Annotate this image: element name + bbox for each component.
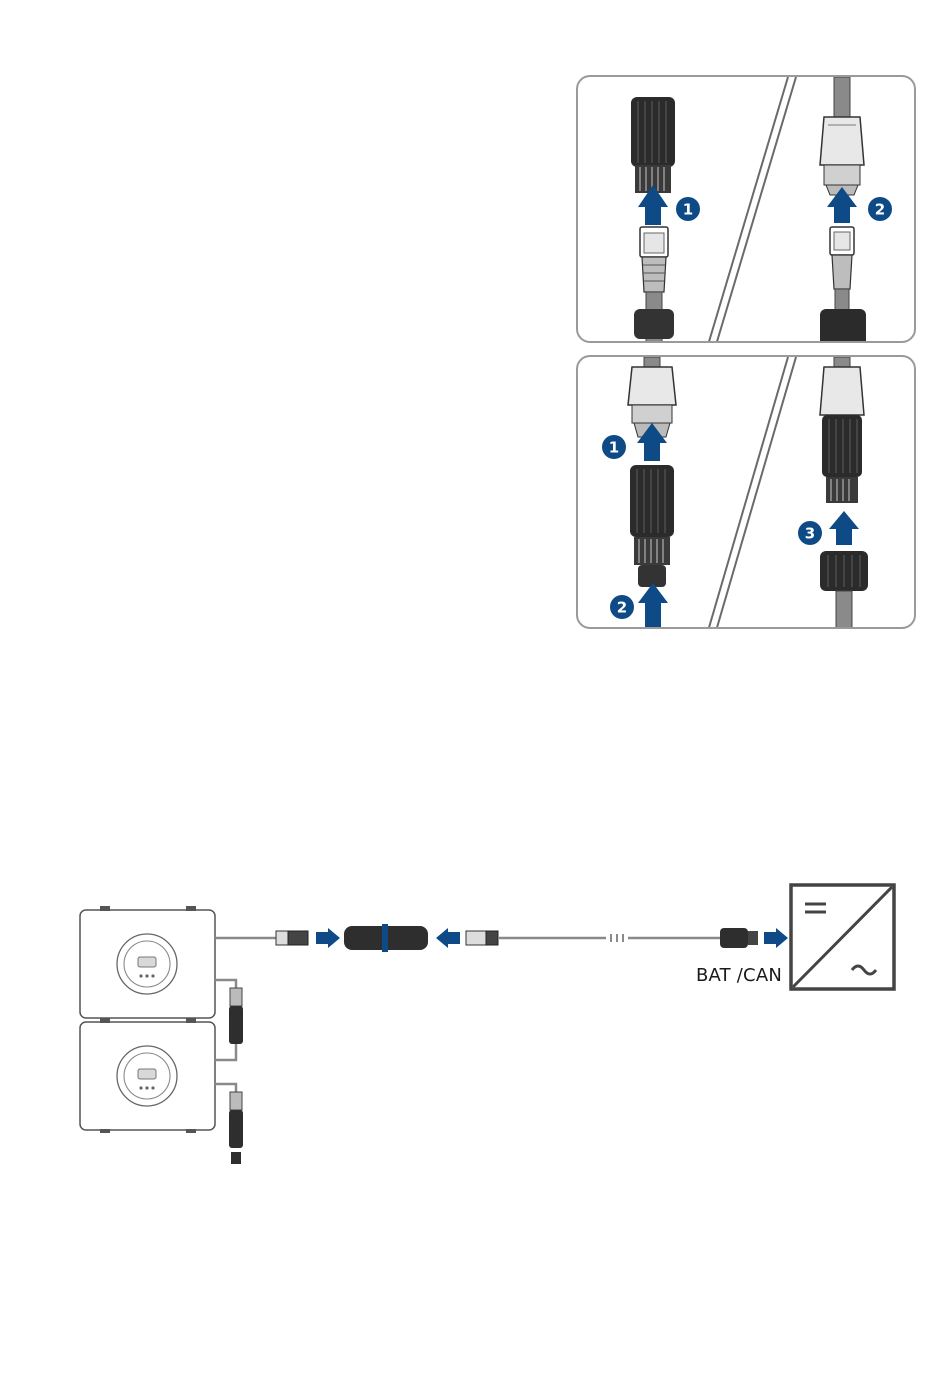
network-cable	[836, 591, 852, 629]
step-badge: 2	[610, 595, 634, 619]
svg-text:1: 1	[609, 439, 619, 457]
svg-text:2: 2	[617, 599, 627, 617]
step-badge: 1	[602, 435, 626, 459]
step-badge: 1	[676, 197, 700, 221]
coupling-connector	[344, 924, 428, 952]
battery-module	[80, 1018, 215, 1133]
assembly-step-panel-top: 1 2	[576, 75, 916, 343]
network-cable	[834, 357, 850, 367]
inverter-plug	[720, 928, 758, 948]
assembled-connector	[820, 367, 864, 503]
status-display-icon	[138, 957, 156, 967]
svg-text:2: 2	[875, 201, 885, 219]
status-display-icon	[138, 1069, 156, 1079]
sealing-nut-connector	[630, 465, 674, 587]
port-label: BAT /CAN	[696, 965, 782, 986]
assembly-illustration-bottom: 1 2	[578, 357, 916, 629]
sealing-nut	[820, 551, 868, 591]
terminator-plug	[229, 1092, 243, 1164]
sealing-nut	[820, 309, 866, 343]
seal-ring	[634, 309, 674, 339]
insert-arrow	[316, 928, 340, 948]
push-arrow	[638, 583, 668, 629]
network-cable	[644, 357, 660, 367]
rj45-plug	[276, 931, 308, 945]
separator-line	[716, 77, 796, 343]
rj45-plug	[640, 227, 668, 292]
coupling-housing	[820, 117, 864, 195]
svg-text:1: 1	[683, 201, 693, 219]
separator-line	[716, 357, 796, 629]
assembly-step-panel-bottom: 1 2	[576, 355, 916, 629]
insert-arrow	[764, 928, 788, 948]
cable-break-mark	[611, 934, 623, 942]
connector-plug	[215, 988, 243, 1060]
battery-module	[80, 906, 215, 1018]
step-badge: 2	[868, 197, 892, 221]
inverter-icon	[791, 885, 894, 989]
step-badge: 3	[798, 521, 822, 545]
insert-arrow	[829, 511, 859, 545]
rj45-plug	[830, 227, 854, 289]
separator-line	[708, 77, 788, 343]
insert-arrow	[436, 928, 460, 948]
separator-line	[708, 357, 788, 629]
assembly-illustration-top: 1 2	[578, 77, 916, 343]
wiring-illustration	[0, 870, 950, 1180]
svg-text:3: 3	[805, 525, 815, 543]
network-cable	[834, 77, 850, 117]
wiring-diagram	[0, 870, 950, 1180]
sealing-nut-connector	[631, 97, 675, 193]
rj45-plug	[466, 931, 498, 945]
